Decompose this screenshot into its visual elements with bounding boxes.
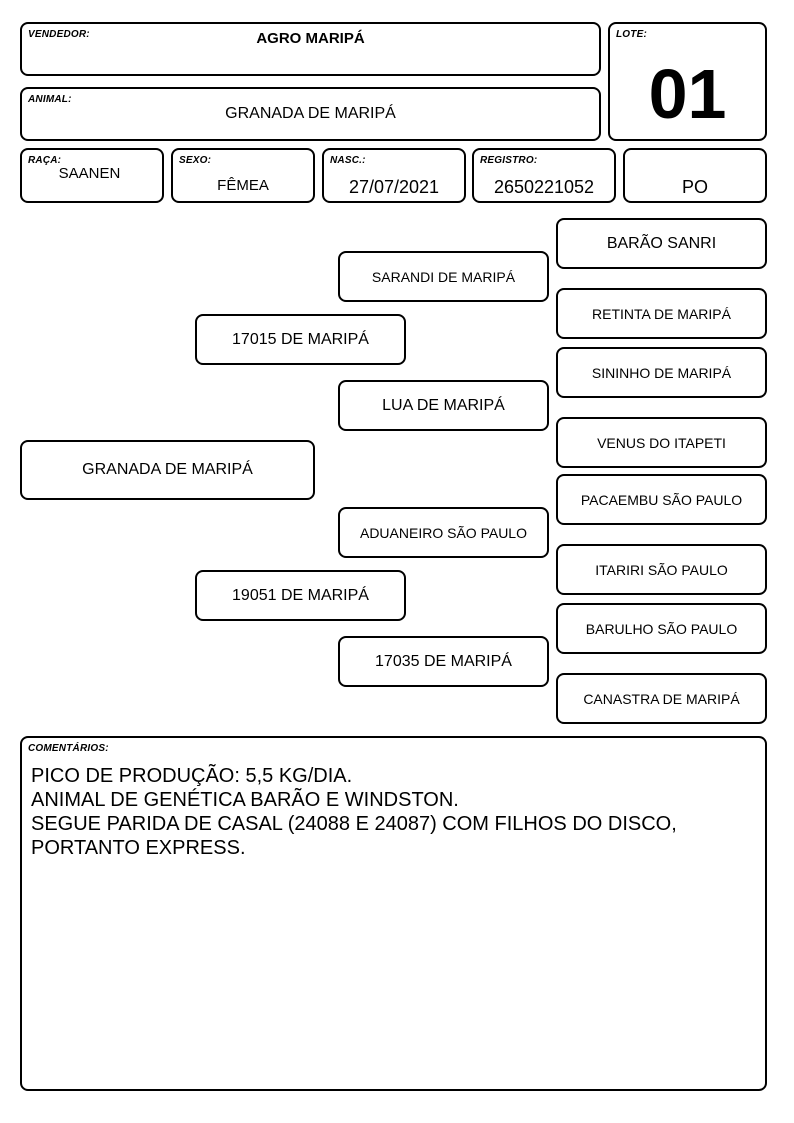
sexo-value: FÊMEA bbox=[217, 177, 269, 194]
nasc-box: NASC.: 27/07/2021 bbox=[322, 148, 466, 203]
grau-box: PO bbox=[623, 148, 767, 203]
pedigree-dam: 19051 DE MARIPÁ bbox=[195, 570, 406, 621]
pedigree-ggp-5: PACAEMBU SÃO PAULO bbox=[556, 474, 767, 525]
pedigree-sire-dam-name: LUA DE MARIPÁ bbox=[382, 396, 505, 414]
pedigree-ggp-1: BARÃO SANRI bbox=[556, 218, 767, 269]
pedigree-sire-sire-name: SARANDI DE MARIPÁ bbox=[371, 268, 516, 285]
pedigree-ggp-4: VENUS DO ITAPETI bbox=[556, 417, 767, 468]
raca-label: RAÇA: bbox=[28, 155, 62, 166]
comments-label: COMENTÁRIOS: bbox=[28, 743, 109, 754]
lote-box: LOTE: 01 bbox=[608, 22, 767, 141]
lote-number: 01 bbox=[648, 55, 727, 133]
vendedor-box: VENDEDOR: AGRO MARIPÁ bbox=[20, 22, 601, 76]
nasc-label: NASC.: bbox=[330, 155, 366, 166]
pedigree-dam-name: 19051 DE MARIPÁ bbox=[232, 586, 369, 604]
pedigree-ggp-6: ITARIRI SÃO PAULO bbox=[556, 544, 767, 595]
pedigree-ggp-8-name: CANASTRA DE MARIPÁ bbox=[583, 690, 740, 707]
animal-value: GRANADA DE MARIPÁ bbox=[225, 105, 396, 122]
pedigree-ggp-7-name: BARULHO SÃO PAULO bbox=[585, 620, 738, 637]
pedigree-ggp-1-name: BARÃO SANRI bbox=[606, 234, 717, 252]
vendedor-label: VENDEDOR: bbox=[28, 29, 90, 40]
comments-text: PICO DE PRODUÇÃO: 5,5 KG/DIA. ANIMAL DE … bbox=[31, 765, 677, 859]
pedigree-dam-sire: ADUANEIRO SÃO PAULO bbox=[338, 507, 549, 558]
registro-value: 2650221052 bbox=[493, 177, 595, 197]
registro-box: REGISTRO: 2650221052 bbox=[472, 148, 616, 203]
animal-label: ANIMAL: bbox=[28, 94, 72, 105]
grau-value: PO bbox=[681, 177, 708, 197]
pedigree-ggp-4-name: VENUS DO ITAPETI bbox=[597, 434, 726, 451]
registro-label: REGISTRO: bbox=[480, 155, 538, 166]
pedigree-sire-name: 17015 DE MARIPÁ bbox=[232, 330, 369, 348]
sexo-box: SEXO: FÊMEA bbox=[171, 148, 315, 203]
pedigree-dam-dam: 17035 DE MARIPÁ bbox=[338, 636, 549, 687]
raca-box: RAÇA: SAANEN bbox=[20, 148, 164, 203]
pedigree-ggp-2-name: RETINTA DE MARIPÁ bbox=[592, 305, 731, 322]
pedigree-dam-dam-name: 17035 DE MARIPÁ bbox=[375, 652, 512, 670]
pedigree-sire-sire: SARANDI DE MARIPÁ bbox=[338, 251, 549, 302]
pedigree-dam-sire-name: ADUANEIRO SÃO PAULO bbox=[359, 524, 527, 541]
sexo-label: SEXO: bbox=[179, 155, 212, 166]
lote-label: LOTE: bbox=[616, 29, 647, 40]
pedigree-animal-name: GRANADA DE MARIPÁ bbox=[82, 461, 253, 478]
pedigree-ggp-8: CANASTRA DE MARIPÁ bbox=[556, 673, 767, 724]
pedigree-animal: GRANADA DE MARIPÁ bbox=[20, 440, 315, 500]
animal-box: ANIMAL: GRANADA DE MARIPÁ bbox=[20, 87, 601, 141]
pedigree-ggp-5-name: PACAEMBU SÃO PAULO bbox=[580, 491, 743, 508]
comments-box: COMENTÁRIOS: PICO DE PRODUÇÃO: 5,5 KG/DI… bbox=[20, 736, 767, 1091]
vendedor-value: AGRO MARIPÁ bbox=[256, 30, 365, 47]
pedigree-ggp-2: RETINTA DE MARIPÁ bbox=[556, 288, 767, 339]
pedigree-sire: 17015 DE MARIPÁ bbox=[195, 314, 406, 365]
pedigree-ggp-7: BARULHO SÃO PAULO bbox=[556, 603, 767, 654]
nasc-value: 27/07/2021 bbox=[348, 177, 440, 197]
pedigree-ggp-6-name: ITARIRI SÃO PAULO bbox=[595, 561, 728, 578]
raca-value: SAANEN bbox=[58, 165, 121, 182]
pedigree-ggp-3-name: SININHO DE MARIPÁ bbox=[591, 364, 732, 381]
pedigree-sire-dam: LUA DE MARIPÁ bbox=[338, 380, 549, 431]
pedigree-ggp-3: SININHO DE MARIPÁ bbox=[556, 347, 767, 398]
